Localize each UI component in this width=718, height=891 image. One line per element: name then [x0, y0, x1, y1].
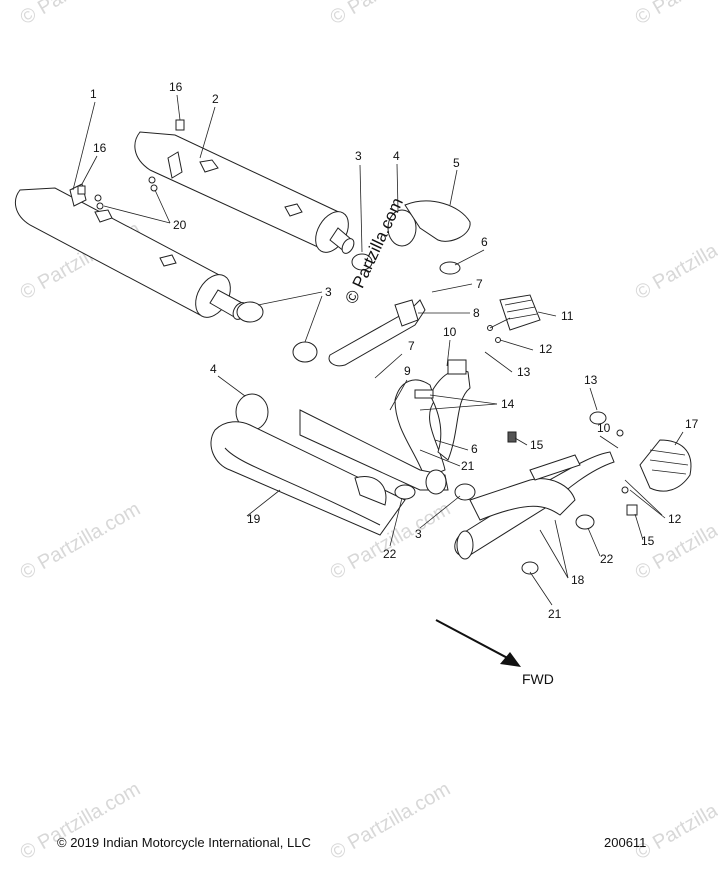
callout: 12 [668, 512, 682, 526]
callout: 22 [600, 552, 614, 566]
callout: 5 [453, 156, 460, 170]
callout: 7 [476, 277, 483, 291]
callout: 13 [584, 373, 598, 387]
callout: 13 [517, 365, 531, 379]
callout: 7 [408, 339, 415, 353]
callout: 15 [530, 438, 544, 452]
callout: 11 [561, 309, 574, 323]
watermark: © Partzilla.com [327, 0, 455, 29]
watermarks: © Partzilla.com © Partzilla.com © Partzi… [17, 0, 718, 864]
forward-arrow [435, 619, 521, 667]
callout: 1 [90, 87, 97, 101]
right-head-pipes [454, 451, 615, 575]
watermark: © Partzilla.com [632, 218, 718, 304]
callout: 3 [325, 285, 332, 299]
lower-muffler-assembly [210, 409, 449, 536]
copyright-text: © 2019 Indian Motorcycle International, … [57, 835, 311, 850]
right-side-parts [487, 294, 692, 516]
gaskets-and-shield [235, 200, 471, 431]
center-head-pipes [394, 359, 471, 479]
callout: 2 [212, 92, 219, 106]
watermark: © Partzilla.com [632, 0, 718, 29]
callout: 10 [443, 325, 457, 339]
callout: 3 [355, 149, 362, 163]
leader-lines [72, 94, 684, 606]
callout: 21 [548, 607, 562, 621]
callout: 9 [404, 364, 411, 378]
callout: 17 [685, 417, 699, 431]
callout: 21 [461, 459, 475, 473]
callout: 12 [539, 342, 553, 356]
callout: 4 [210, 362, 217, 376]
watermark: © Partzilla.com [17, 0, 145, 29]
callout: 20 [173, 218, 187, 232]
callout: 4 [393, 149, 400, 163]
watermark: © Partzilla.com [632, 778, 718, 864]
callout: 8 [473, 306, 480, 320]
callout: 3 [415, 527, 422, 541]
callout: 16 [93, 141, 107, 155]
watermark: © Partzilla.com [327, 778, 455, 864]
watermark: © Partzilla.com [17, 778, 145, 864]
callout: 6 [481, 235, 488, 249]
callout: 16 [169, 80, 183, 94]
callout: 22 [383, 547, 397, 561]
callout: 10 [597, 421, 611, 435]
callout: 6 [471, 442, 478, 456]
callout: 18 [571, 573, 585, 587]
upper-muffler [134, 119, 355, 254]
diagram-number: 200611 [604, 835, 646, 850]
watermark: © Partzilla.com [17, 498, 145, 584]
fwd-label: FWD [522, 671, 554, 687]
callout: 14 [501, 397, 515, 411]
callout: 19 [247, 512, 261, 526]
callout: 15 [641, 534, 655, 548]
bracket [328, 299, 426, 367]
callouts: 1 2 3 3 3 4 4 5 6 6 7 7 8 9 10 10 11 12 … [90, 80, 699, 621]
